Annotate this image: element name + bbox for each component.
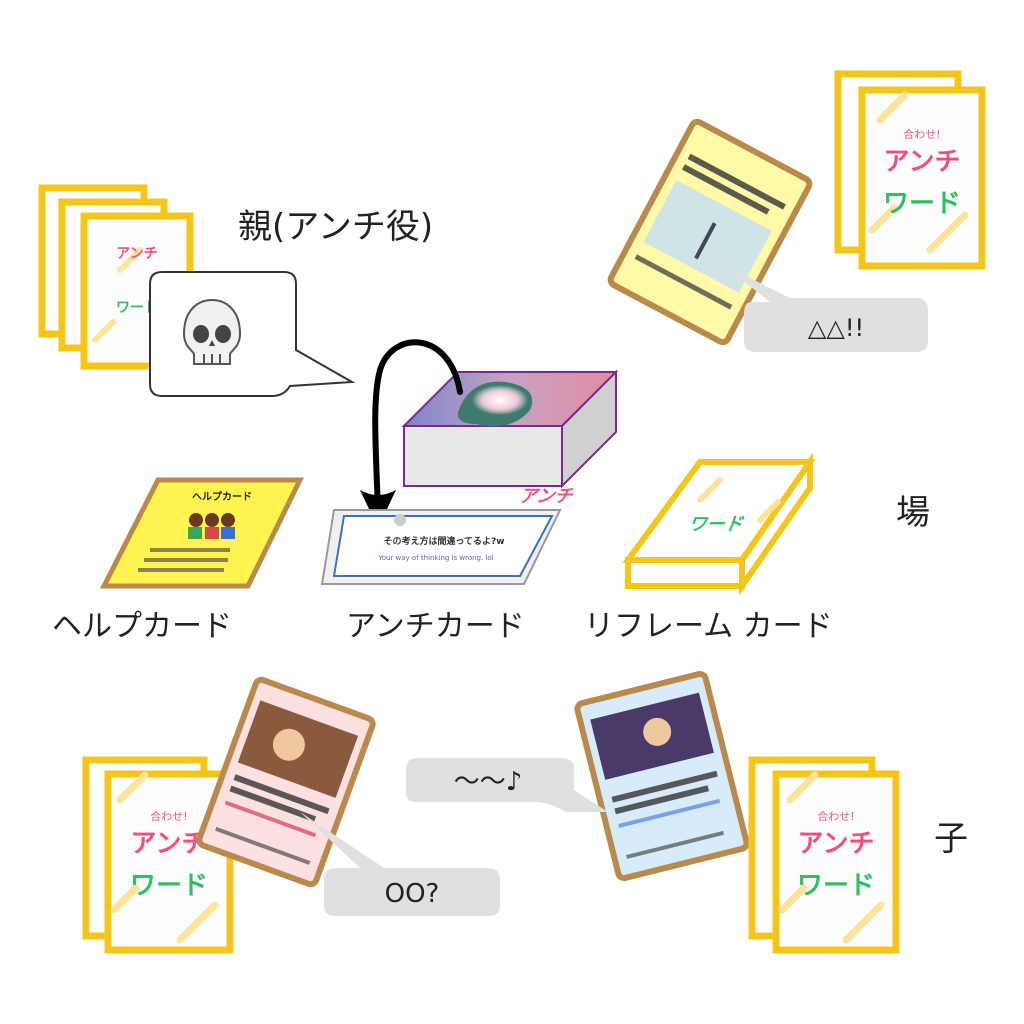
child-right-deck-top-card: 合わせ! アンチ ワード <box>772 770 900 954</box>
svg-text:ワード: ワード <box>116 300 158 316</box>
svg-text:ワード: ワード <box>883 189 961 219</box>
svg-text:ワード: ワード <box>797 871 875 901</box>
svg-text:合わせ!: 合わせ! <box>817 809 854 823</box>
anti-card-subtext: Your way of thinking is wrong. lol <box>377 554 493 562</box>
svg-text:ワード: ワード <box>130 871 208 901</box>
anti-card: その考え方は間違ってるよ?w Your way of thinking is w… <box>320 509 562 585</box>
svg-text:合わせ!: 合わせ! <box>903 127 940 141</box>
svg-text:アンチ: アンチ <box>798 829 875 859</box>
parent-speech-bubble <box>149 271 356 397</box>
top-right-bubble-text: △△!! <box>808 314 864 342</box>
child-left-bubble-text: OO? <box>385 879 440 909</box>
child-right-bubble-text: ～～♪ <box>454 767 523 797</box>
draw-arrow <box>372 339 463 515</box>
child-right-deck: 合わせ! アンチ ワード <box>748 756 900 954</box>
played-card-child-right <box>574 670 750 882</box>
help-card-kids-illustration <box>188 513 235 539</box>
child-label: 子 <box>934 819 968 859</box>
skull-icon <box>182 298 242 365</box>
anti-card-deck-box <box>401 369 619 489</box>
svg-text:アンチ: アンチ <box>517 487 578 507</box>
help-card-title: ヘルプカード <box>192 490 252 503</box>
reframe-card-deck: アンチ ワード <box>517 452 816 596</box>
svg-text:合わせ!: 合わせ! <box>150 809 187 823</box>
child-left-speech-bubble <box>300 812 500 916</box>
svg-text:アンチ: アンチ <box>884 147 961 177</box>
anti-card-text: その考え方は間違ってるよ?w <box>383 535 504 547</box>
help-card-label: ヘルプカード <box>52 609 232 644</box>
top-right-deck-top-card: 合わせ! アンチ ワード <box>858 86 986 270</box>
reframe-card-label: リフレーム カード <box>584 609 833 644</box>
field-label: 場 <box>896 493 930 533</box>
svg-text:アンチ: アンチ <box>131 829 208 859</box>
top-right-deck: 合わせ! アンチ ワード <box>834 70 986 270</box>
child-right-speech-bubble <box>406 758 608 812</box>
svg-text:アンチ: アンチ <box>116 246 157 262</box>
top-right-speech-bubble <box>722 264 928 352</box>
child-left-deck: 合わせ! アンチ ワード <box>82 756 234 954</box>
played-card-top-right <box>607 118 813 346</box>
help-card: ヘルプカード <box>99 477 305 589</box>
parent-label: 親(アンチ役) <box>238 207 433 247</box>
svg-text:ワード: ワード <box>686 515 747 535</box>
anti-card-label: アンチカード <box>346 609 525 644</box>
